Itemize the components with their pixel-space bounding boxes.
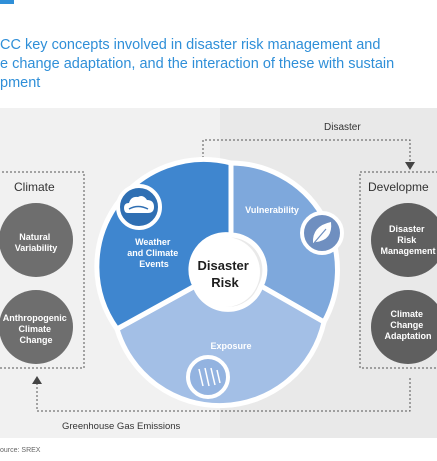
emissions-flow-line: [36, 378, 411, 412]
climate-title: Climate: [14, 180, 55, 194]
climate-change-adaptation-circle: [371, 290, 437, 364]
disaster-risk-center: [190, 237, 260, 307]
disaster-risk-label: Disaster Risk: [198, 258, 253, 290]
disaster-flow-label: Disaster: [324, 122, 361, 133]
rain-icon: [186, 355, 230, 399]
vulnerability-segment: [228, 160, 340, 325]
caption-line-2: e change adaptation, and the interaction…: [0, 56, 395, 72]
disaster-flow-arrow: [405, 162, 415, 170]
top-accent-bar: [0, 0, 14, 4]
development-title: Developme: [368, 180, 429, 194]
leaf-icon: [300, 211, 344, 255]
weather-climate-events-label: Weather and Climate Events: [127, 237, 181, 269]
climate-title-bg: [8, 178, 68, 194]
exposure-label: Exposure: [210, 341, 251, 351]
disaster-risk-management-circle: [371, 203, 437, 277]
exposure-segment: [114, 283, 327, 409]
development-title-bg: [364, 178, 437, 194]
caption-line-3: pment: [0, 75, 41, 91]
natural-variability-label: Natural Variability: [15, 232, 58, 253]
vulnerability-label: Vulnerability: [245, 205, 299, 215]
natural-variability-circle: [0, 203, 73, 277]
emissions-flow-arrow: [32, 376, 42, 384]
source-note: ource: SREX: [0, 447, 41, 454]
figure-caption: CC key concepts involved in disaster ris…: [0, 36, 437, 93]
climate-box: [0, 171, 85, 369]
development-box: [359, 171, 437, 369]
caption-line-1: CC key concepts involved in disaster ris…: [0, 37, 381, 53]
disaster-flow-line: [202, 139, 411, 178]
disaster-risk-management-label: Disaster Risk Management: [380, 224, 435, 256]
climate-change-adaptation-label: Climate Change Adaptation: [385, 309, 432, 341]
anthropogenic-climate-change-circle: [0, 290, 73, 364]
cloud-icon: [116, 184, 162, 230]
emissions-flow-label: Greenhouse Gas Emissions: [62, 421, 181, 432]
anthropogenic-climate-change-label: Anthropogenic Climate Change: [3, 313, 70, 345]
